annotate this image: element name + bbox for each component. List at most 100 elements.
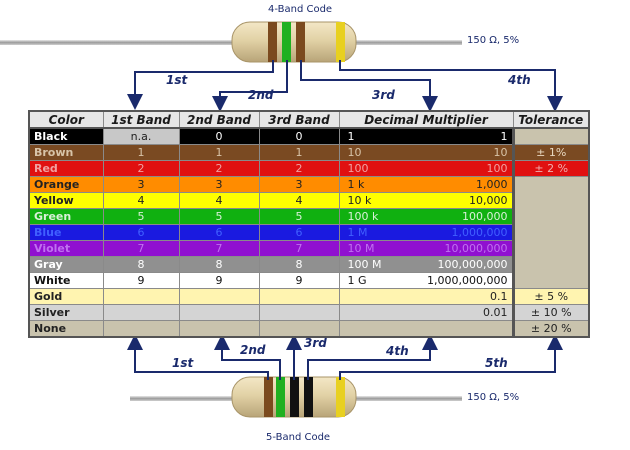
multiplier-value-cell: 100,000,000: [389, 256, 514, 273]
tolerance-cell: [511, 272, 590, 289]
multiplier-value-cell: 1,000,000,000: [389, 272, 514, 289]
multiplier-value-cell: 1,000: [389, 176, 514, 193]
band2-cell: [178, 288, 260, 305]
multiplier-value-cell: 0.1: [389, 288, 514, 305]
bottom-resistor-band-5: [336, 377, 345, 417]
bottom-resistor: [130, 376, 462, 418]
top-arrow-1st: [127, 60, 274, 110]
top-arrow-3rd: [300, 60, 438, 112]
top-resistor: [0, 21, 462, 63]
band3-cell: 9: [258, 272, 340, 289]
table-row: Silver 0.01± 10 %: [28, 304, 590, 321]
top-resistor-bands: [268, 22, 345, 62]
bottom-arrow-4th: [307, 334, 438, 380]
multiplier-short-cell: [338, 288, 389, 305]
band1-cell: [102, 304, 180, 321]
tolerance-cell: [511, 176, 590, 193]
header-2nd-band: 2nd Band: [178, 110, 260, 129]
tolerance-cell: ± 10 %: [511, 304, 590, 321]
top-arrow-2nd: [212, 60, 288, 112]
header-decimal-multiplier: Decimal Multiplier: [338, 110, 514, 129]
multiplier-short-cell: 10: [338, 144, 389, 161]
band2-cell: 1: [178, 144, 260, 161]
band3-cell: 0: [258, 127, 340, 145]
band1-cell: 8: [102, 256, 180, 273]
multiplier-short-cell: [338, 304, 389, 321]
bottom-resistor-caption: 5-Band Code: [266, 432, 331, 443]
band3-cell: [258, 304, 340, 321]
multiplier-value-cell: 1: [389, 127, 514, 145]
color-name-cell: Gray: [28, 256, 104, 273]
color-name-cell: Yellow: [28, 192, 104, 209]
tolerance-cell: [511, 128, 590, 145]
multiplier-value-cell: 10: [389, 144, 514, 161]
band1-cell: n.a.: [102, 127, 180, 145]
tolerance-cell: [511, 224, 590, 241]
band3-cell: 7: [258, 240, 340, 257]
color-name-cell: Green: [28, 208, 104, 225]
multiplier-short-cell: 10 M: [338, 240, 389, 257]
bottom-arrow-label-4th: 4th: [386, 344, 409, 358]
band1-cell: 5: [102, 208, 180, 225]
table-row: None± 20 %: [28, 320, 590, 338]
band3-cell: [258, 320, 340, 338]
color-name-cell: Orange: [28, 176, 104, 193]
color-name-cell: Brown: [28, 144, 104, 161]
top-resistor-caption: 4-Band Code: [268, 4, 333, 15]
bottom-arrow-2nd: [214, 334, 281, 380]
multiplier-short-cell: 1: [338, 127, 389, 145]
color-name-cell: White: [28, 272, 104, 289]
top-arrow-label-2nd: 2nd: [248, 88, 274, 102]
tolerance-cell: [511, 192, 590, 209]
bottom-resistor-lead-left: [130, 396, 238, 401]
band3-cell: 3: [258, 176, 340, 193]
multiplier-short-cell: 1 k: [338, 176, 389, 193]
color-name-cell: Black: [28, 127, 104, 145]
top-arrows: [127, 60, 563, 112]
band1-cell: 2: [102, 160, 180, 177]
top-arrow-label-4th: 4th: [508, 73, 531, 87]
band1-cell: 4: [102, 192, 180, 209]
bottom-resistor-bands: [264, 377, 345, 417]
header-1st-band: 1st Band: [102, 110, 180, 129]
top-resistor-body: [231, 21, 357, 63]
tolerance-cell: [511, 256, 590, 273]
header-color: Color: [28, 110, 104, 129]
top-resistor-band-1: [268, 22, 277, 62]
multiplier-short-cell: 100 k: [338, 208, 389, 225]
multiplier-short-cell: 1 M: [338, 224, 389, 241]
multiplier-short-cell: [338, 320, 389, 338]
multiplier-value-cell: 0.01: [389, 304, 514, 321]
top-arrow-label-3rd: 3rd: [372, 88, 395, 102]
band1-cell: 3: [102, 176, 180, 193]
multiplier-value-cell: 100: [389, 160, 514, 177]
bottom-arrow-label-1st: 1st: [172, 356, 194, 370]
header-tolerance: Tolerance: [512, 110, 590, 129]
band2-cell: 4: [178, 192, 260, 209]
top-resistor-band-4: [336, 22, 345, 62]
band3-cell: [258, 288, 340, 305]
band2-cell: 5: [178, 208, 260, 225]
color-name-cell: Silver: [28, 304, 104, 321]
top-resistor-band-2: [282, 22, 291, 62]
top-resistor-value: 150 Ω, 5%: [467, 35, 520, 46]
band2-cell: 6: [178, 224, 260, 241]
top-resistor-lead-left: [0, 40, 235, 45]
band3-cell: 5: [258, 208, 340, 225]
band1-cell: 1: [102, 144, 180, 161]
bottom-resistor-band-2: [276, 377, 285, 417]
tolerance-cell: [511, 208, 590, 225]
top-arrow-4th: [339, 60, 563, 112]
bottom-arrow-label-5th: 5th: [485, 356, 508, 370]
tolerance-cell: ± 2 %: [511, 160, 590, 177]
tolerance-cell: ± 1%: [511, 144, 590, 161]
